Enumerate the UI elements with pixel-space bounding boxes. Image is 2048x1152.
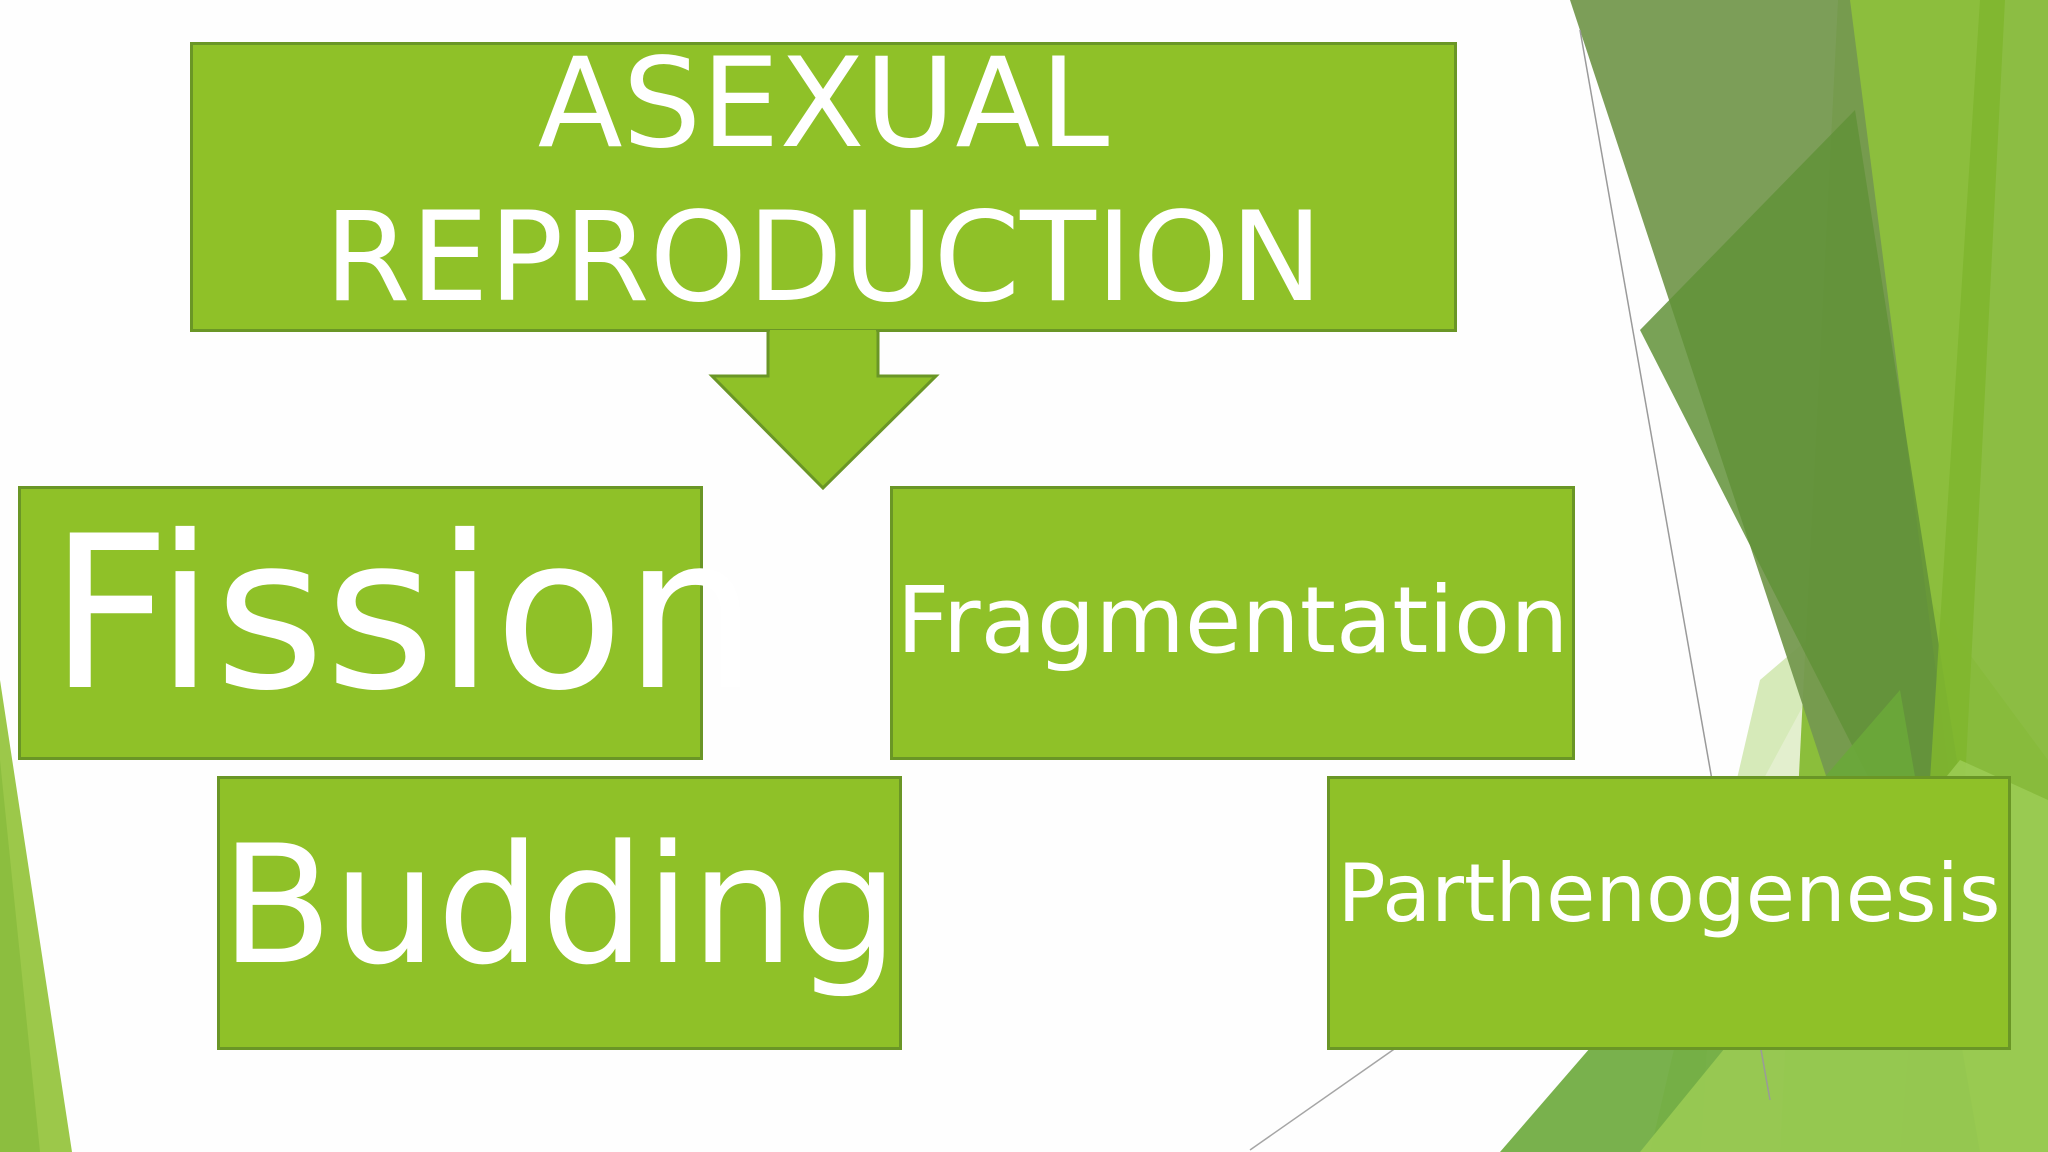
fragmentation-label: Fragmentation [896,566,1569,674]
thin-line-1 [1579,29,1713,781]
down-arrow-join [770,330,876,334]
fission-label: Fission [49,489,759,737]
title-box: ASEXUAL REPRODUCTION [190,32,1457,332]
budding-label: Budding [220,809,899,1001]
title-text: ASEXUAL REPRODUCTION [324,27,1323,335]
parthenogenesis-label: Parthenogenesis [1337,846,2001,940]
thin-line-3 [1249,1044,1401,1151]
budding-box: Budding [217,776,902,1050]
parthenogenesis-box: Parthenogenesis [1327,776,2011,1050]
right-facet-dark [1640,110,1960,800]
left-facet-dark [0,760,40,1152]
down-arrow [708,330,940,490]
fission-box: Fission [18,486,758,760]
title-line-1: ASEXUAL [537,32,1110,176]
fragmentation-box: Fragmentation [890,486,1575,760]
down-arrow-shape [708,330,940,490]
title-line-2: REPRODUCTION [324,186,1323,330]
